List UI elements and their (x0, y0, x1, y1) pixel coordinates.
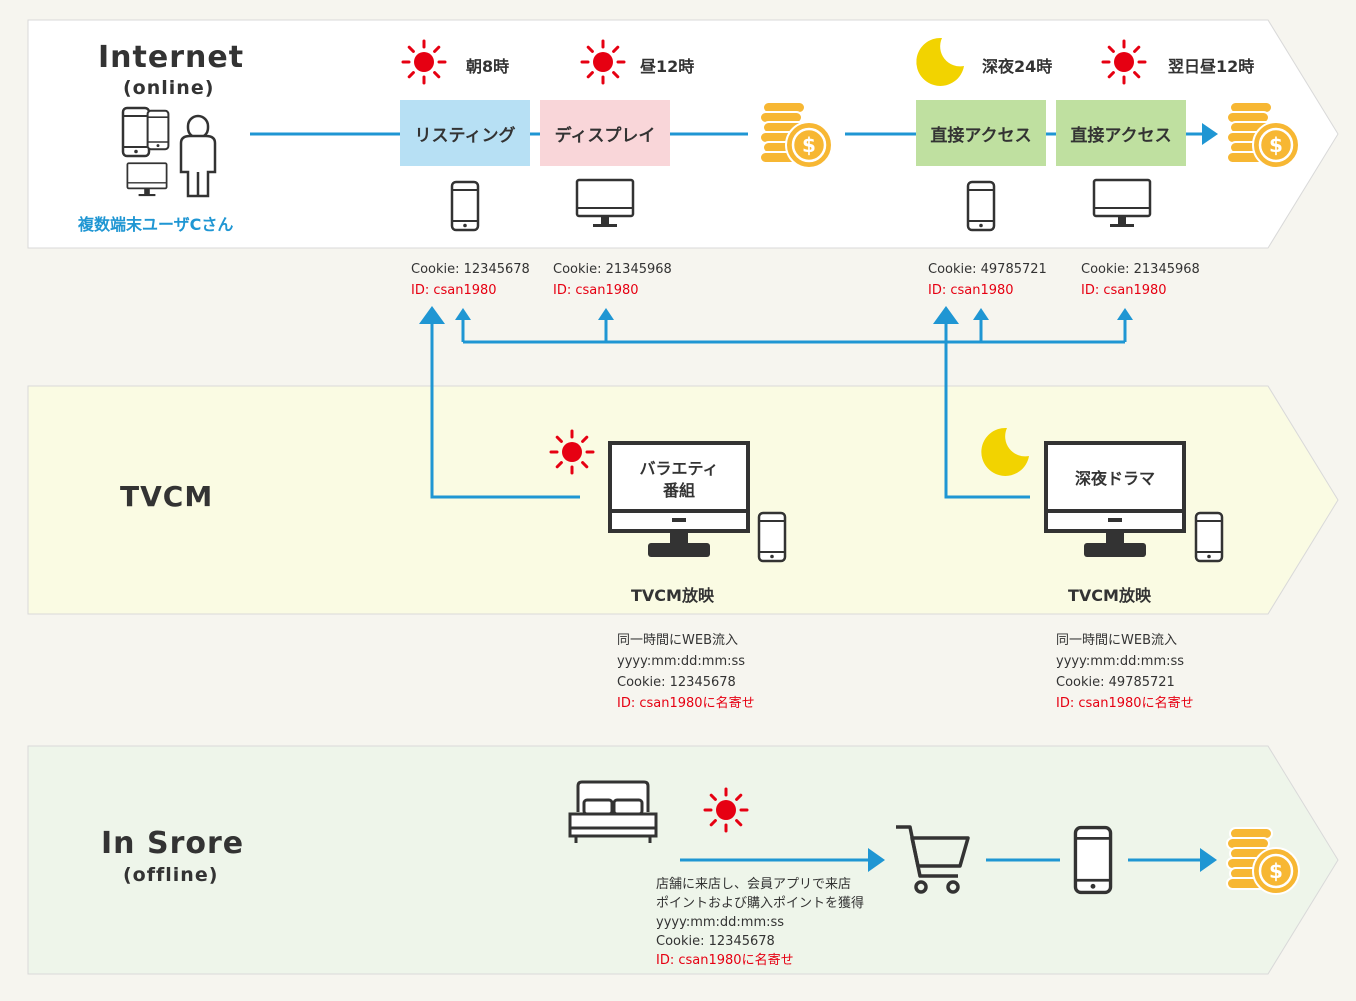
program-line: 番組 (662, 481, 695, 500)
airing-meta: 同一時間にWEB流入 yyyy:mm:dd:mm:ss Cookie: 1234… (617, 630, 755, 714)
step-time: 深夜24時 (982, 57, 1053, 76)
airing-note: 同一時間にWEB流入 (1056, 633, 1177, 648)
user-id: ID: csan1980に名寄せ (617, 696, 755, 711)
sun-icon (580, 39, 626, 85)
user-id: ID: csan1980 (553, 283, 639, 298)
step-label: ディスプレイ (554, 125, 656, 146)
cookie-value: Cookie: 49785721 (1056, 675, 1175, 690)
step-time: 朝8時 (466, 57, 510, 76)
step-meta: Cookie: 49785721 ID: csan1980 (928, 259, 1047, 301)
arrowhead (868, 848, 885, 872)
smartphone-icon (121, 106, 151, 158)
step-box-listing (400, 100, 530, 166)
arrowhead (1200, 848, 1217, 872)
store-note: 店舗に来店し、会員アプリで来店 (656, 877, 852, 892)
store-subtitle: (offline) (123, 864, 219, 886)
tvcm-caption: TVCM放映 (631, 586, 714, 605)
smartphone-icon (1194, 511, 1224, 563)
step-label: 直接アクセス (1070, 125, 1172, 146)
step-box-display (540, 100, 670, 166)
program-line: バラエティ (639, 459, 719, 478)
program-name: バラエティ 番組 (614, 458, 744, 502)
airing-timestamp: yyyy:mm:dd:mm:ss (1056, 654, 1185, 669)
cart-icon (896, 825, 970, 894)
step-meta: Cookie: 12345678 ID: csan1980 (411, 259, 530, 301)
attribution-arrowheads (419, 306, 1133, 324)
user-id: ID: csan1980に名寄せ (656, 953, 794, 968)
cookie-value: Cookie: 49785721 (928, 262, 1047, 277)
smartphone-icon (1073, 825, 1113, 895)
attribution-connectors (430, 318, 1127, 499)
cookie-value: Cookie: 12345678 (411, 262, 530, 277)
step-time: 翌日昼12時 (1168, 57, 1255, 76)
smartphone-icon (757, 511, 787, 563)
person-icon (179, 114, 217, 198)
cookie-value: Cookie: 12345678 (617, 675, 736, 690)
tvcm-caption: TVCM放映 (1068, 586, 1151, 605)
store-meta: 店舗に来店し、会員アプリで来店 ポイントおよび購入ポイントを獲得 yyyy:mm… (656, 875, 864, 970)
cookie-value: Cookie: 21345968 (553, 262, 672, 277)
user-id: ID: csan1980 (1081, 283, 1167, 298)
smartphone-icon (450, 180, 480, 232)
step-label: リスティング (414, 125, 516, 146)
sun-icon (1101, 39, 1147, 85)
user-id: ID: csan1980 (928, 283, 1014, 298)
step-meta: Cookie: 21345968 ID: csan1980 (1081, 259, 1200, 301)
tvcm-title: TVCM (120, 480, 214, 513)
sun-icon (703, 787, 749, 833)
user-id: ID: csan1980 (411, 283, 497, 298)
step-box-direct-1 (916, 100, 1046, 166)
step-box-direct-2 (1056, 100, 1186, 166)
user-label: 複数端末ユーザCさん (78, 215, 234, 234)
program-name: 深夜ドラマ (1050, 468, 1180, 490)
bed-icon (568, 780, 658, 843)
airing-timestamp: yyyy:mm:dd:mm:ss (617, 654, 746, 669)
user-id: ID: csan1980に名寄せ (1056, 696, 1194, 711)
cookie-value: Cookie: 21345968 (1081, 262, 1200, 277)
step-meta: Cookie: 21345968 ID: csan1980 (553, 259, 672, 301)
cookie-value: Cookie: 12345678 (656, 934, 775, 949)
store-title: In Srore (101, 826, 245, 861)
sun-icon (401, 39, 447, 85)
arrowhead (1202, 123, 1218, 145)
internet-subtitle: (online) (123, 77, 215, 99)
store-timestamp: yyyy:mm:dd:mm:ss (656, 915, 785, 930)
store-note: ポイントおよび購入ポイントを獲得 (656, 896, 865, 911)
airing-meta: 同一時間にWEB流入 yyyy:mm:dd:mm:ss Cookie: 4978… (1056, 630, 1194, 714)
step-label: 直接アクセス (930, 125, 1032, 146)
smartphone-icon (966, 180, 996, 232)
smartphone-icon (146, 109, 170, 151)
internet-title: Internet (98, 40, 245, 75)
step-time: 昼12時 (640, 57, 695, 76)
airing-note: 同一時間にWEB流入 (617, 633, 738, 648)
sun-icon (549, 429, 595, 475)
program-line: 深夜ドラマ (1074, 469, 1155, 488)
